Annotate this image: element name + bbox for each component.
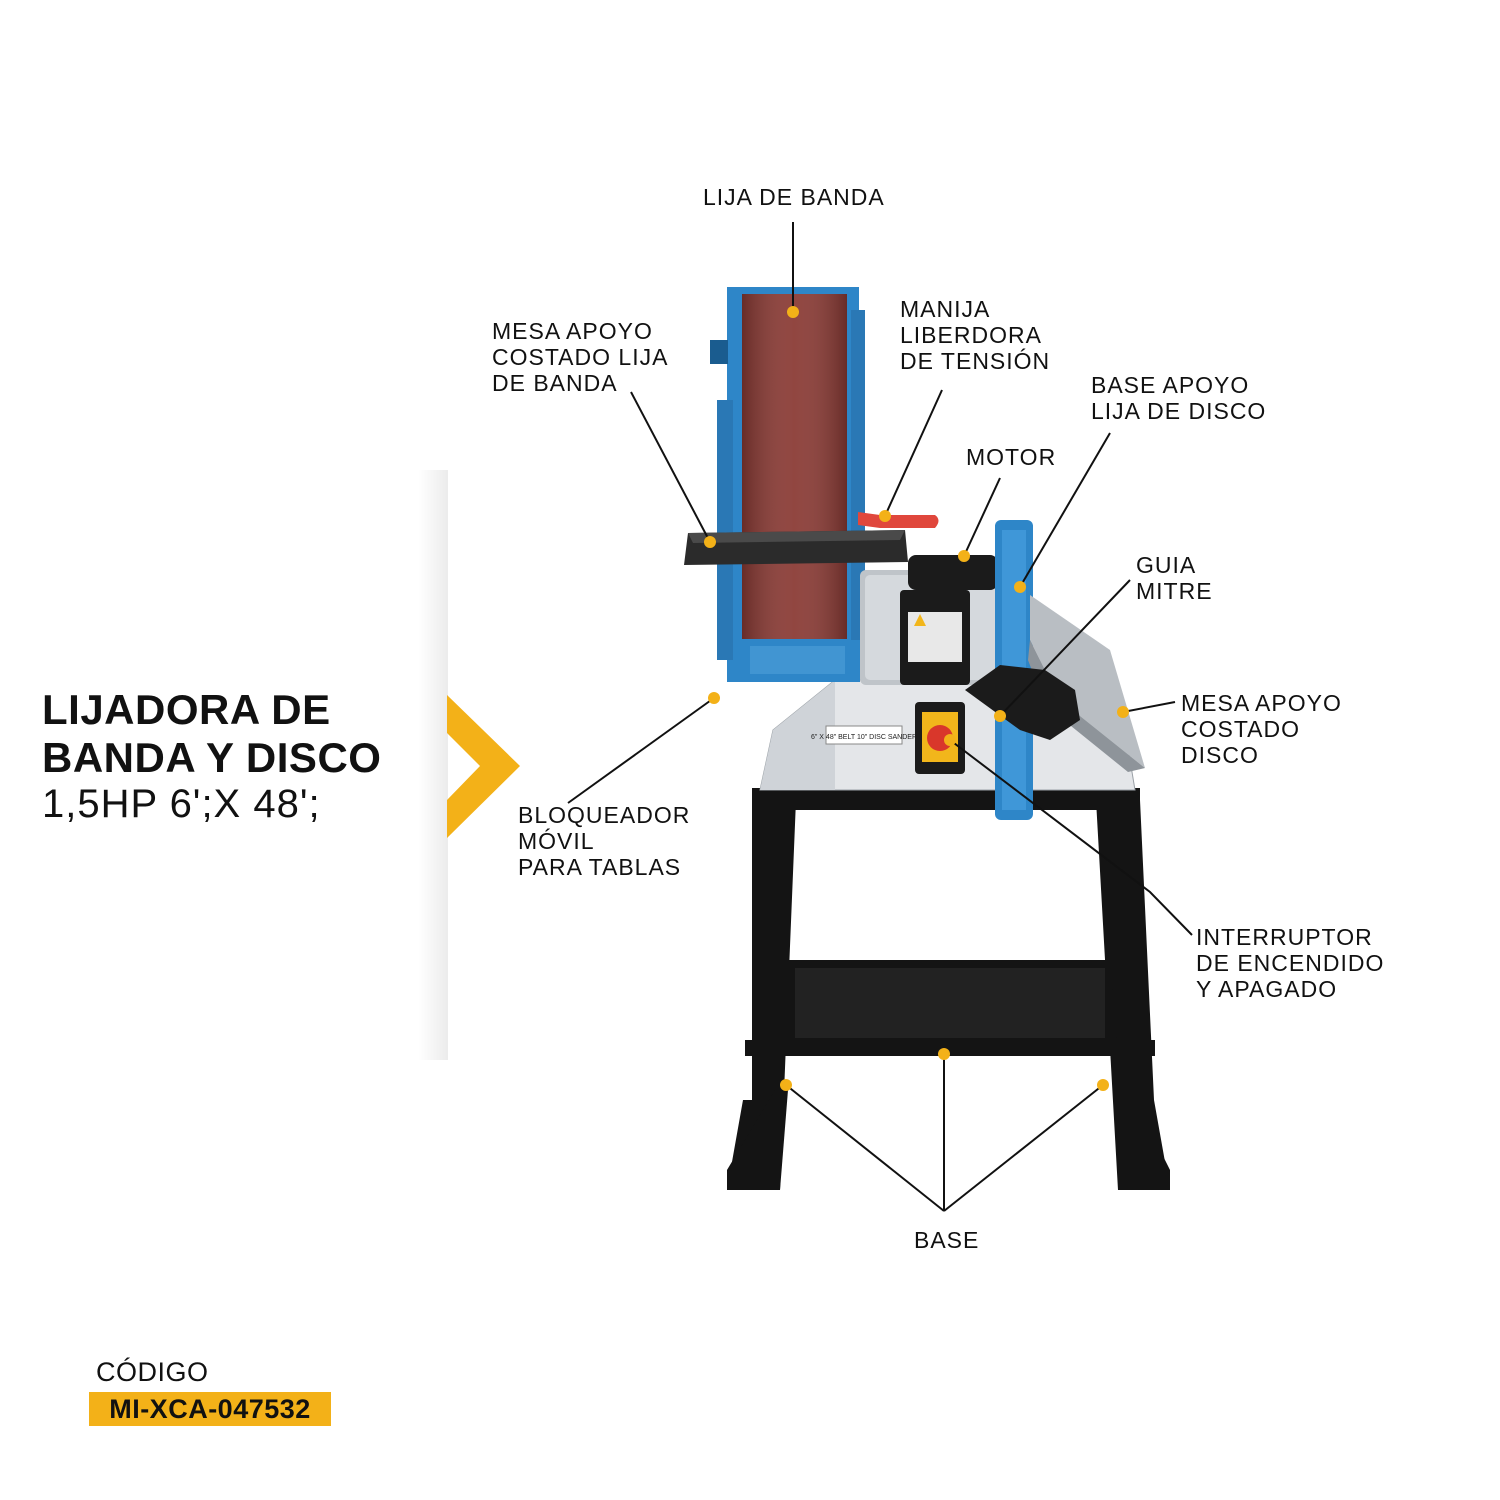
title-line-1: LIJADORA DE — [42, 686, 331, 733]
callout-interruptor: INTERRUPTOR DE ENCENDIDO Y APAGADO — [1196, 924, 1385, 1002]
product-title: LIJADORA DE BANDA Y DISCO 1,5HP 6';X 48'… — [42, 686, 381, 826]
machine-plate-text: 6" X 48" BELT 10" DISC SANDER — [811, 734, 917, 741]
callout-manija: MANIJA LIBERDORA DE TENSIÓN — [900, 296, 1051, 374]
callout-mesa-banda: MESA APOYO COSTADO LIJA DE BANDA — [492, 318, 669, 396]
miter-guide — [965, 665, 1080, 740]
chevron-icon — [447, 695, 520, 838]
code-label: CÓDIGO — [96, 1357, 209, 1387]
callout-base-disco: BASE APOYO LIJA DE DISCO — [1091, 372, 1267, 424]
callout-base: BASE — [914, 1227, 980, 1253]
callout-guia-mitre: GUIA MITRE — [1136, 552, 1213, 604]
title-line-3: 1,5HP 6';X 48'; — [42, 782, 321, 826]
tension-handle — [858, 512, 939, 528]
title-line-2: BANDA Y DISCO — [42, 734, 382, 781]
divider-shadow — [418, 470, 448, 1060]
disc-table — [1030, 595, 1145, 768]
code-value: MI-XCA-047532 — [89, 1392, 331, 1426]
callout-mesa-disco: MESA APOYO COSTADO DISCO — [1181, 690, 1342, 768]
callout-lija-banda: LIJA DE BANDA — [703, 184, 885, 210]
callout-bloqueador: BLOQUEADOR MÓVIL PARA TABLAS — [518, 802, 691, 880]
callout-motor: MOTOR — [966, 444, 1057, 470]
disc-sander — [965, 520, 1145, 820]
belt-sander-frame — [710, 287, 865, 682]
callout-dots — [704, 306, 1129, 1091]
motor — [860, 555, 1010, 685]
